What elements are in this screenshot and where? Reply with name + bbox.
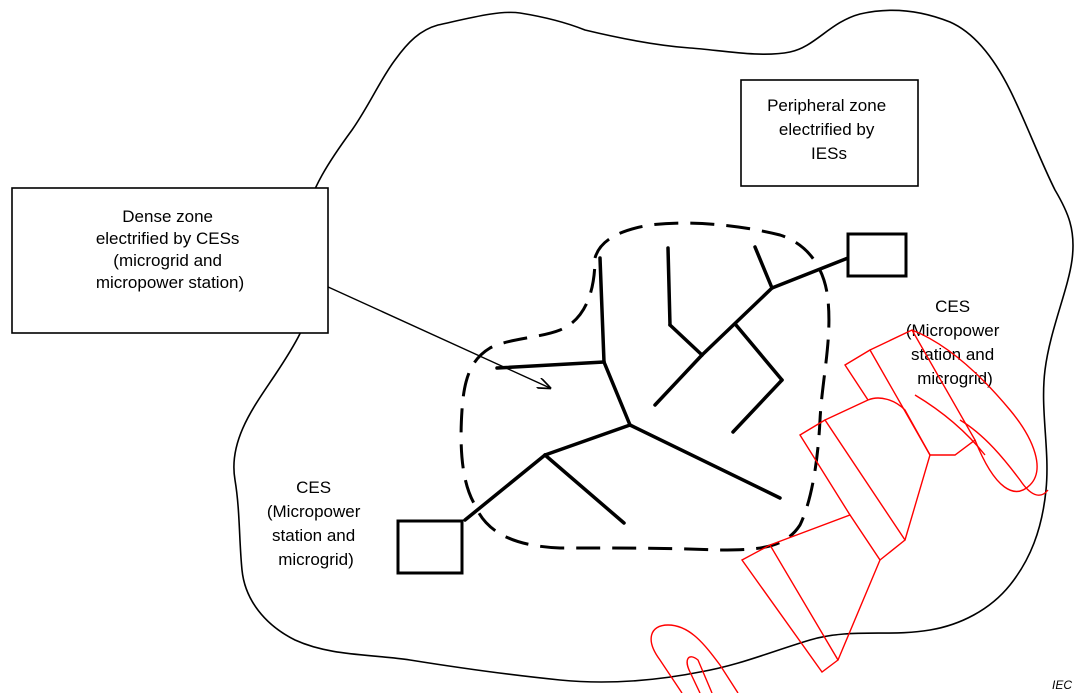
trunk-line: [598, 256, 606, 364]
ces-left-label-line-4: microgrid): [278, 550, 354, 569]
ces-left-label-line-1: CES: [296, 478, 331, 497]
branch-vertical: [666, 246, 672, 327]
ces-right-box: [846, 232, 908, 278]
peripheral-zone-boundary: [233, 9, 1074, 683]
peripheral-zone-label-line-3: IESs: [811, 144, 847, 163]
branch-diag: [668, 323, 704, 357]
branch-mid: [700, 286, 774, 357]
branch-upper-center: [653, 353, 704, 407]
peripheral-zone-label-line-2: electrified by: [779, 120, 875, 139]
peripheral-zone-label: Peripheral zone electrified by IESs: [767, 96, 891, 163]
ces-right-label-line-1: CES: [935, 297, 970, 316]
figure-source-label: IEC: [1052, 678, 1072, 692]
trunk-line-lower: [602, 360, 632, 427]
dense-zone-label-line-1: Dense zone: [122, 207, 213, 226]
peripheral-zone-label-line-1: Peripheral zone: [767, 96, 886, 115]
feeder-left: [495, 360, 606, 370]
branch-down: [543, 453, 626, 525]
peripheral-zone-label-box: [740, 79, 919, 187]
dense-zone-label-line-4: micropower station): [96, 273, 244, 292]
ces-left-label: CES (Micropower station and microgrid): [267, 478, 365, 569]
ces-left-label-line-2: (Micropower: [267, 502, 361, 521]
branch-top-right: [753, 245, 774, 290]
ces-right-label-line-4: microgrid): [917, 369, 993, 388]
feeder-to-left-hub: [543, 423, 632, 457]
ces-left-box: [396, 519, 464, 575]
ces-left-label-line-3: station and: [272, 526, 355, 545]
dense-zone-label-box: [11, 187, 329, 334]
dense-zone-label: Dense zone electrified by CESs (microgri…: [96, 207, 244, 292]
ces-right-label-line-2: (Micropower: [906, 321, 1000, 340]
dense-zone-boundary: [459, 221, 831, 552]
feeder-to-right-hub: [628, 423, 782, 500]
feeder-to-ces-left: [463, 453, 547, 522]
dense-zone-label-line-2: electrified by CESs: [96, 229, 240, 248]
branch-right-lower: [731, 378, 784, 434]
dense-zone-label-line-3: (microgrid and: [113, 251, 222, 270]
watermark: [650, 329, 1049, 694]
branch-right-diag: [734, 323, 784, 382]
microgrid-network: [463, 245, 850, 525]
feeder-to-ces-right: [770, 256, 850, 290]
ces-right-label-line-3: station and: [911, 345, 994, 364]
ces-right-label: CES (Micropower station and microgrid): [906, 297, 1004, 388]
